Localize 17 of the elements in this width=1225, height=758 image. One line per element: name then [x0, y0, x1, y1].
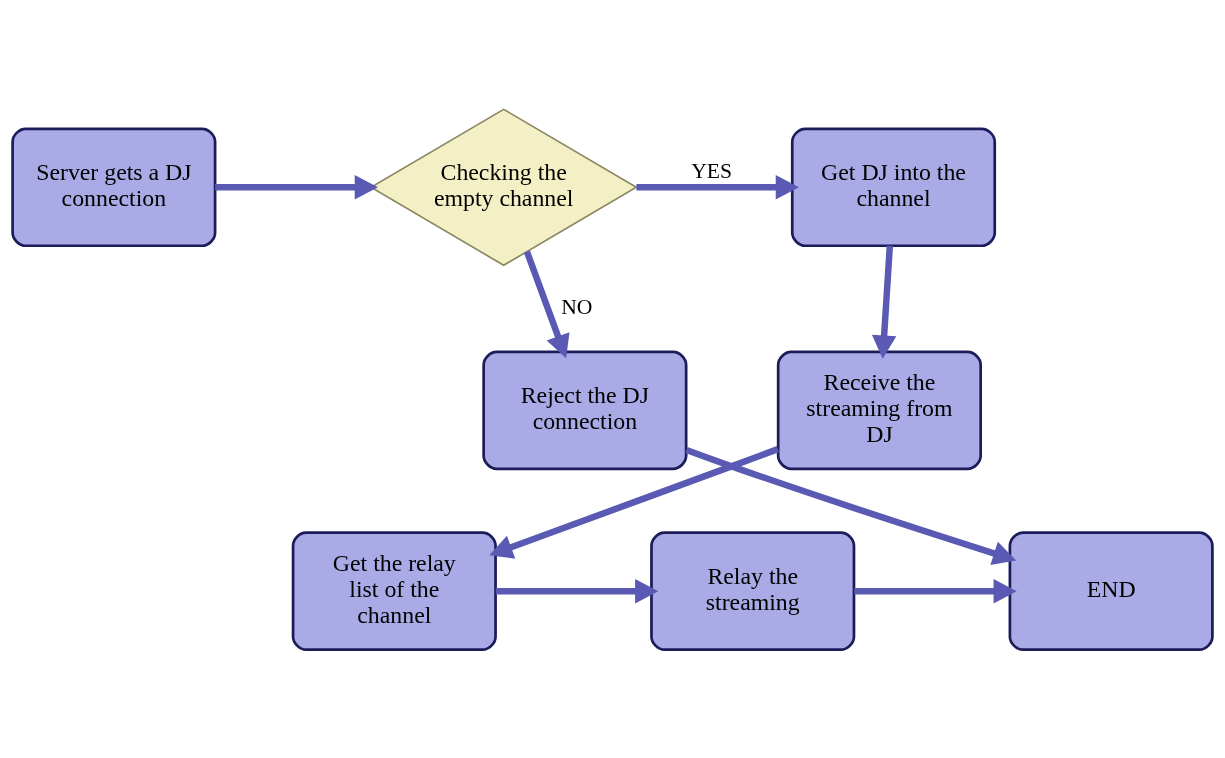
node-box: Reject the DJ connection: [482, 350, 688, 470]
arrow: [489, 445, 779, 559]
node-box: END: [1008, 530, 1214, 651]
node-box: Server gets a DJ connection: [11, 126, 217, 247]
arrow: [685, 446, 1017, 565]
arrow: [854, 578, 1017, 603]
arrow: [215, 174, 378, 199]
arrow: [523, 250, 570, 358]
node-box: Receive the streaming from DJ: [776, 350, 983, 470]
arrow: [871, 245, 897, 359]
edge-label: NO: [561, 294, 593, 319]
edge-label: YES: [691, 158, 733, 183]
arrow: [495, 578, 659, 603]
node-box: Relay the streaming: [650, 530, 856, 651]
node-box: Get DJ into the channel: [790, 126, 997, 247]
arrow: [636, 174, 799, 199]
node-box: Get the relay list of the channel: [291, 530, 497, 651]
